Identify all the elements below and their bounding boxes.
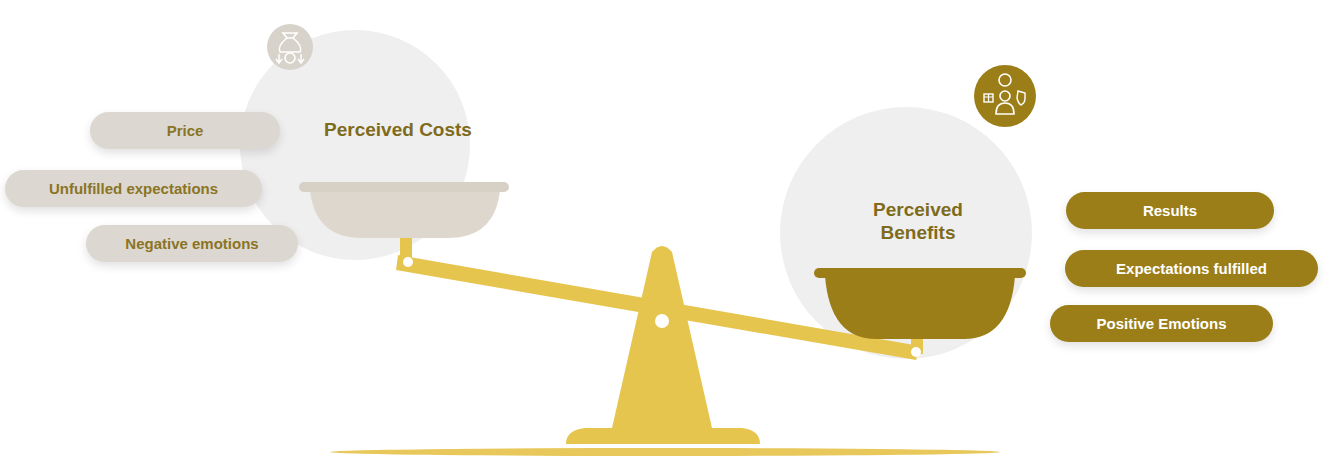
scale-pedestal	[566, 428, 760, 444]
scale-ground	[330, 448, 1000, 456]
circle-heading: Perceived Costs	[323, 118, 473, 141]
benefits-pan-rim	[814, 268, 1026, 278]
benefit-pill: Results	[1066, 192, 1274, 229]
benefits-pan	[825, 276, 1015, 339]
beam-end-dot	[911, 347, 921, 357]
benefit-pill: Expectations fulfilled	[1065, 250, 1318, 287]
pill-label: Expectations fulfilled	[1116, 260, 1267, 278]
benefit-pill: Positive Emotions	[1050, 305, 1273, 342]
cost-pill: Negative emotions	[86, 225, 298, 262]
pill-label: Results	[1143, 202, 1197, 220]
money-bag-icon	[267, 24, 313, 70]
cost-pill: Unfulfilled expectations	[5, 170, 262, 207]
pill-label: Negative emotions	[125, 235, 258, 253]
cost-pill: Price	[90, 112, 280, 149]
pivot-dot	[655, 314, 669, 328]
costs-pan-rim	[299, 182, 509, 192]
pill-label: Price	[167, 122, 204, 140]
scale-stand	[612, 246, 712, 428]
circle-heading: Perceived Benefits	[843, 198, 993, 244]
beam-end-dot	[403, 257, 413, 267]
pill-label: Unfulfilled expectations	[49, 180, 218, 198]
benefit-person-icon	[974, 65, 1036, 127]
pill-label: Positive Emotions	[1096, 315, 1226, 333]
costs-pan	[310, 190, 500, 238]
